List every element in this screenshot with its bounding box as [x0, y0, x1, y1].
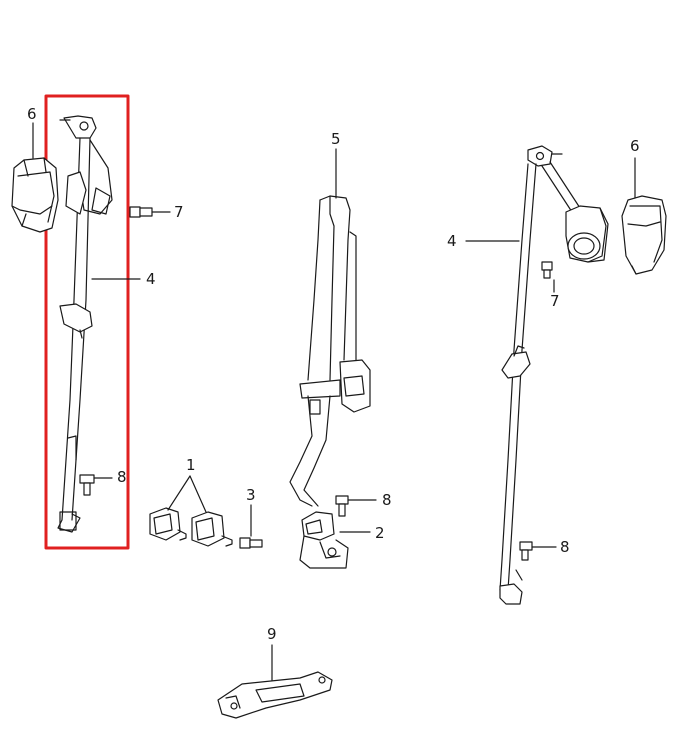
callout-4-right: 4 — [447, 232, 457, 250]
bolt-right-lower[interactable] — [520, 542, 556, 560]
callout-6-left: 6 — [27, 105, 37, 123]
callout-9: 9 — [267, 625, 277, 643]
belt-assembly-right[interactable] — [500, 146, 608, 604]
retractor-cover-right[interactable] — [622, 158, 666, 274]
callout-5: 5 — [331, 130, 341, 148]
callout-8-left: 8 — [117, 468, 127, 486]
callout-1: 1 — [186, 456, 196, 474]
callout-3: 3 — [246, 486, 256, 504]
mounting-bracket[interactable] — [218, 645, 332, 718]
bolt-center[interactable] — [336, 496, 376, 516]
center-belt[interactable] — [290, 196, 370, 506]
buckle-pair[interactable] — [150, 476, 232, 546]
retractor-cover-left[interactable] — [12, 123, 58, 232]
callout-2: 2 — [375, 524, 385, 542]
callout-7-left: 7 — [174, 203, 184, 221]
buckle-bolt[interactable] — [240, 505, 262, 548]
belt-assembly-left[interactable] — [58, 116, 112, 532]
callout-6-right: 6 — [630, 137, 640, 155]
bolt-left-upper[interactable] — [130, 207, 170, 217]
callout-8-center: 8 — [382, 491, 392, 509]
highlight-box[interactable] — [44, 94, 130, 550]
callout-8-right: 8 — [560, 538, 570, 556]
callout-7-right: 7 — [550, 292, 560, 310]
bolt-right-upper[interactable] — [542, 262, 554, 292]
center-anchor[interactable] — [300, 512, 348, 568]
bolt-left-lower[interactable] — [80, 475, 112, 495]
callout-4-left: 4 — [146, 270, 156, 288]
